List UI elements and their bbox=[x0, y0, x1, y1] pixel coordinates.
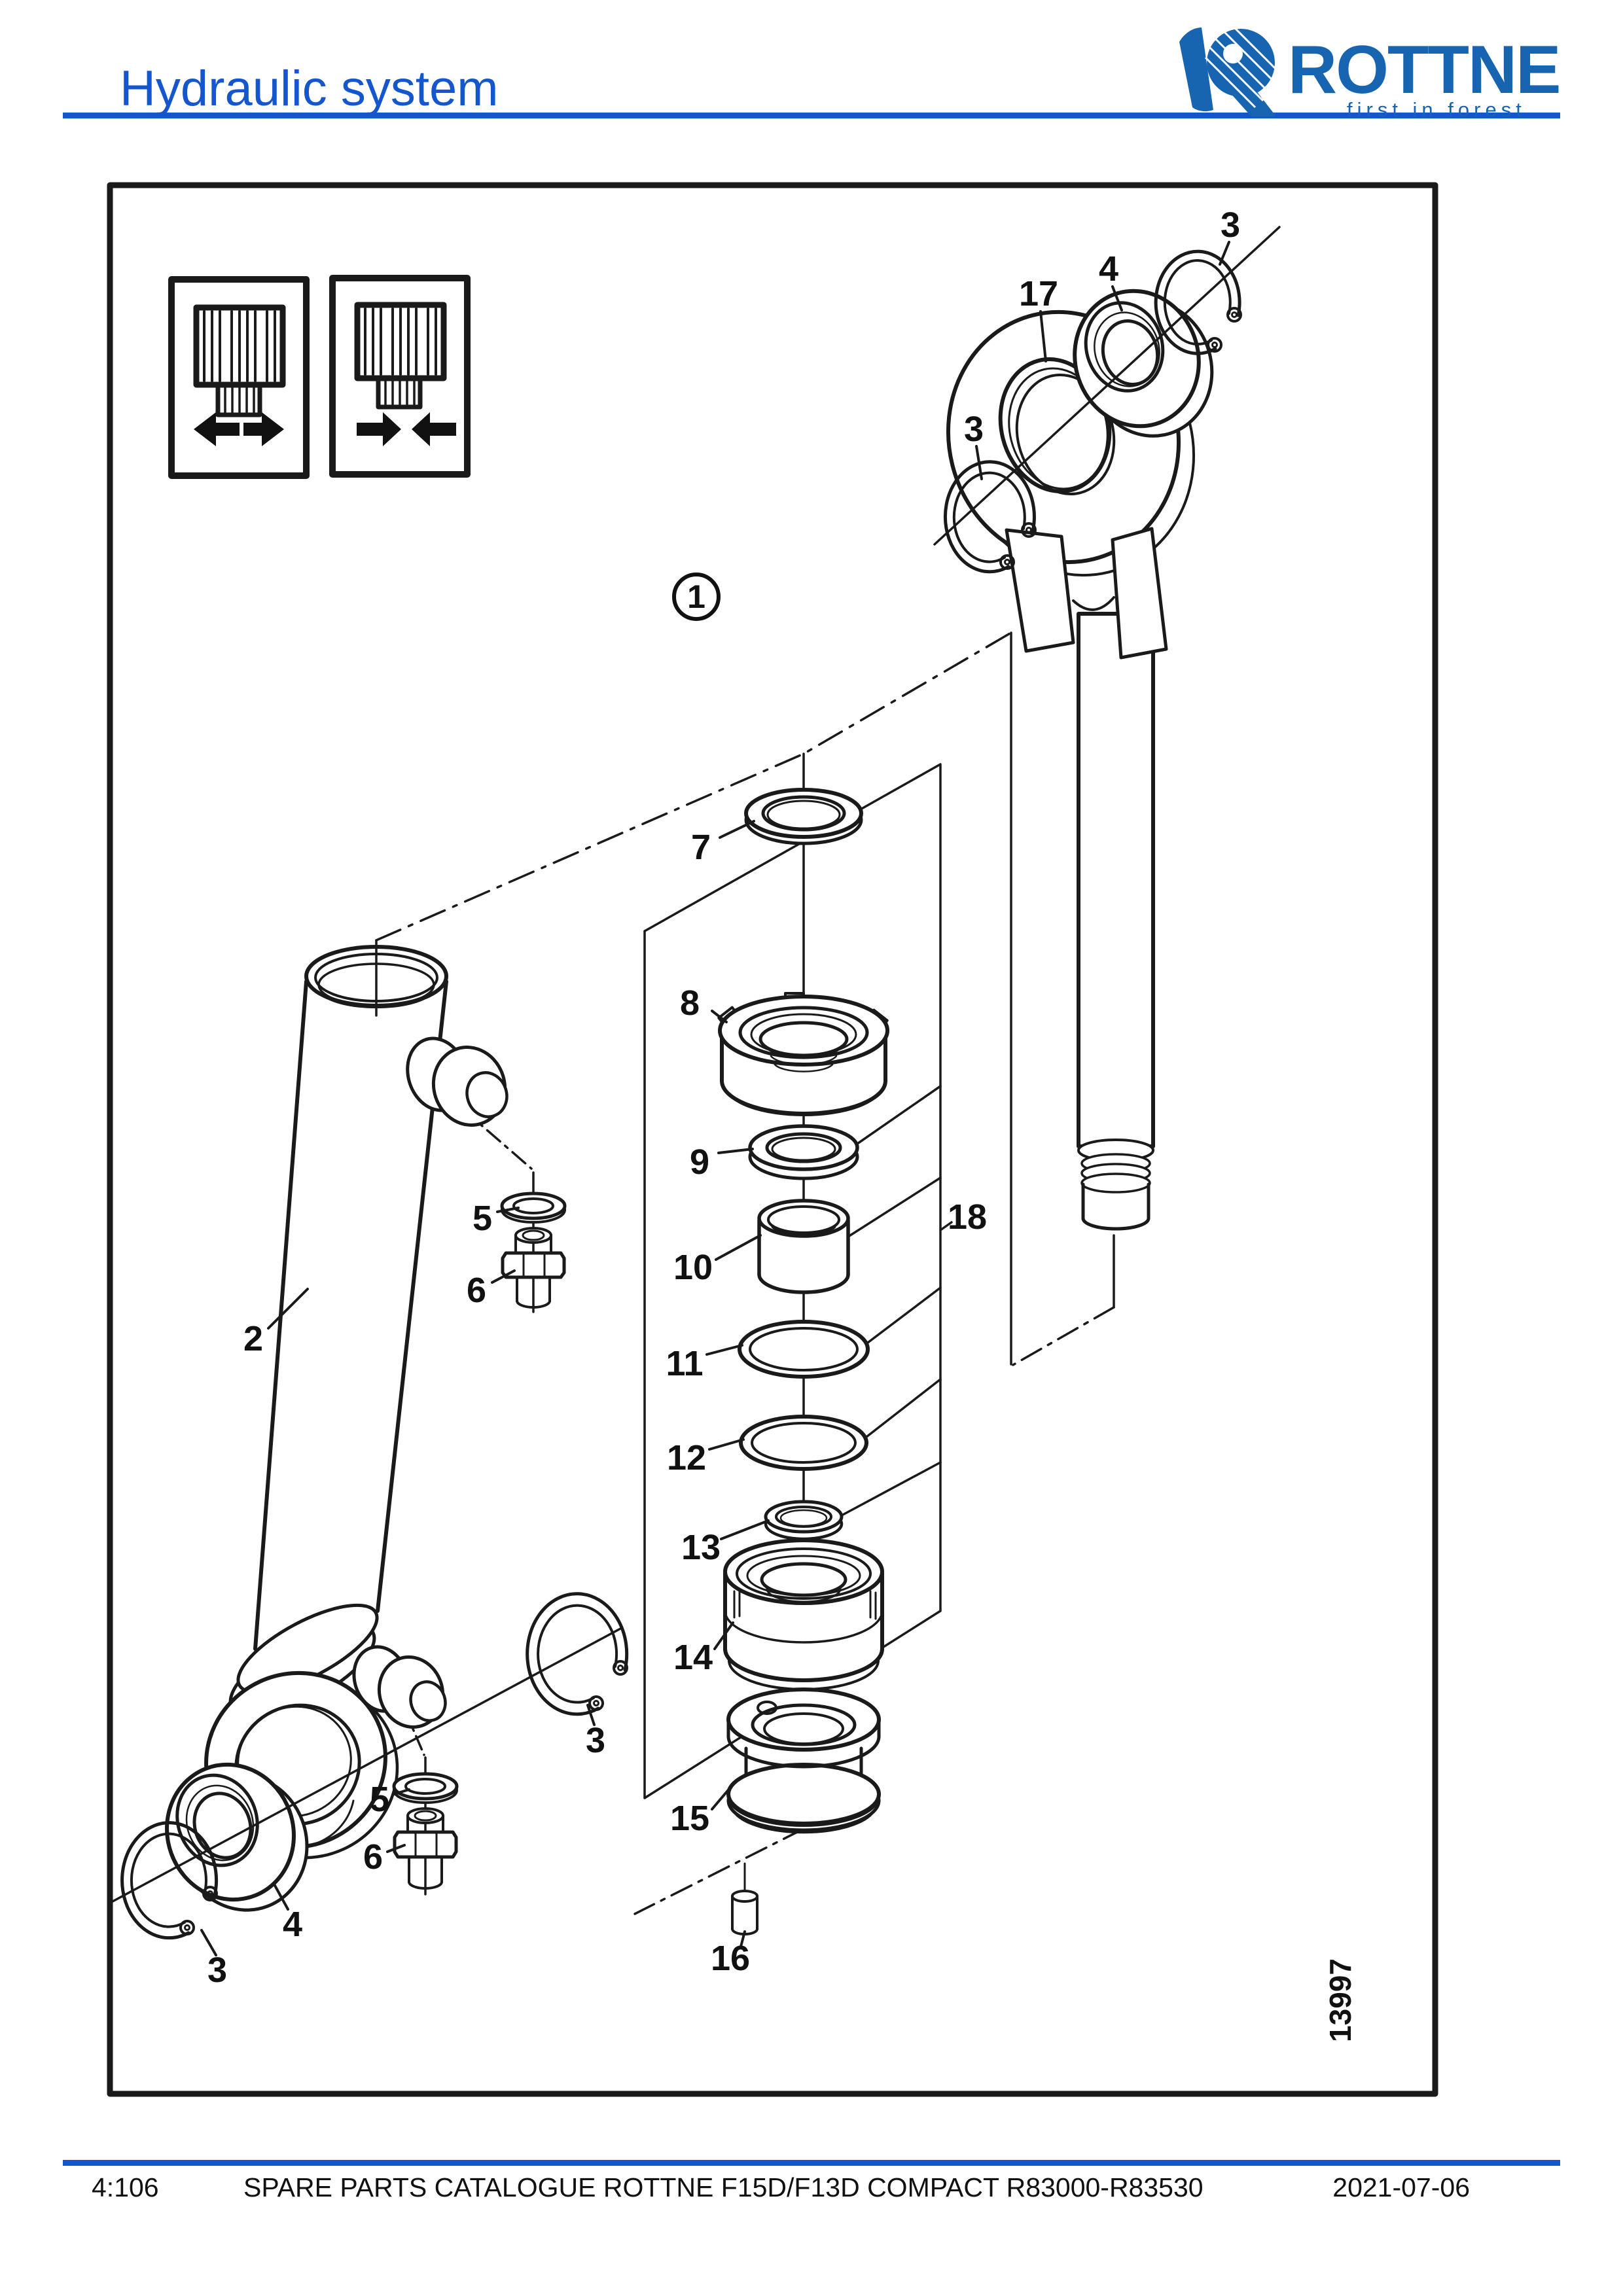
callout-label-3-19: 3 bbox=[586, 1721, 605, 1760]
callout-label-13-12: 13 bbox=[681, 1528, 721, 1567]
callout-label-14-13: 14 bbox=[673, 1638, 713, 1677]
callout-label-9-7: 9 bbox=[690, 1142, 709, 1182]
drawing-number: 13997 bbox=[1323, 1958, 1357, 2042]
callout-label-4-20: 4 bbox=[283, 1905, 302, 1944]
diagram-frame bbox=[107, 182, 1438, 2097]
callout-label-10-8: 10 bbox=[673, 1248, 713, 1287]
callout-label-5-17: 5 bbox=[473, 1199, 492, 1238]
port-boss-upper bbox=[406, 1036, 508, 1127]
logo-brand-text: ROTTNE bbox=[1288, 32, 1560, 108]
cylinder-tube bbox=[204, 939, 508, 1860]
callout-label-3-21: 3 bbox=[207, 1951, 227, 1990]
callout-label-8-6: 8 bbox=[680, 983, 700, 1023]
footer-date: 2021-07-06 bbox=[1332, 2172, 1470, 2202]
leader-lines bbox=[200, 241, 1230, 1956]
callout-label-18-9: 18 bbox=[948, 1197, 987, 1237]
parts-column bbox=[717, 788, 889, 1935]
lower-axis-line bbox=[111, 1627, 623, 1903]
washer-lower bbox=[392, 1772, 459, 1804]
callout-label-6-18: 6 bbox=[467, 1271, 486, 1310]
upper-axis-line bbox=[933, 226, 1281, 546]
callout-label-4-2: 4 bbox=[1099, 249, 1118, 289]
header-rule bbox=[63, 113, 1560, 118]
callout-label-7-5: 7 bbox=[691, 828, 711, 867]
callout-label-17-3: 17 bbox=[1019, 274, 1058, 313]
callout-label-15-14: 15 bbox=[670, 1799, 709, 1838]
circlip-lower-right bbox=[526, 1592, 629, 1716]
logo-tagline: first in forest bbox=[1347, 98, 1526, 120]
callout-label-5-22: 5 bbox=[370, 1780, 389, 1819]
rottne-r-icon bbox=[1179, 26, 1284, 116]
cylinder-compress-icon bbox=[329, 275, 471, 478]
callout-label-2-16: 2 bbox=[243, 1319, 263, 1358]
callout-label-11-10: 11 bbox=[666, 1344, 703, 1383]
callout-label-3-1: 3 bbox=[1221, 205, 1240, 245]
footer-rule bbox=[63, 2160, 1560, 2166]
callout-label-16-15: 16 bbox=[711, 1939, 750, 1978]
page-title: Hydraulic system bbox=[120, 61, 499, 116]
spherical-bearing-lower bbox=[165, 1762, 309, 1912]
washer-upper bbox=[500, 1192, 567, 1224]
rottne-logo: ROTTNE first in forest bbox=[1179, 26, 1561, 120]
footer-page-number: 4:106 bbox=[92, 2172, 159, 2202]
assembly-ref-circle bbox=[672, 573, 721, 621]
fitting-lower bbox=[393, 1807, 458, 1890]
port-boss-lower bbox=[352, 1645, 447, 1729]
cylinder-extend-icon bbox=[168, 276, 310, 479]
fitting-upper bbox=[501, 1227, 566, 1309]
callout-label-12-11: 12 bbox=[667, 1438, 706, 1477]
circlip-top-right bbox=[1154, 249, 1242, 355]
callout-label-3-4: 3 bbox=[964, 410, 984, 449]
circlip-clevis-left bbox=[943, 460, 1037, 574]
callout-label-1-0: 1 bbox=[687, 578, 705, 615]
callout-label-6-23: 6 bbox=[363, 1837, 383, 1877]
footer-catalogue-title: SPARE PARTS CATALOGUE ROTTNE F15D/F13D C… bbox=[243, 2172, 1204, 2202]
